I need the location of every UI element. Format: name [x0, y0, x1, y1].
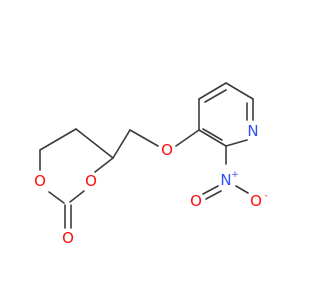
structure-canvas: O O O O N N + O O - — [34, 82, 268, 247]
atom-nitro-o-single: O — [250, 192, 262, 210]
nitro-o-charge: - — [264, 191, 267, 201]
pyridine-ring — [198, 82, 254, 147]
atom-nitro-o-double: O — [190, 192, 202, 210]
methylene-ether-linker — [112, 129, 200, 159]
bond-c4-c5 — [198, 82, 227, 100]
bond-c4-ch2 — [112, 129, 131, 159]
atom-labels: O O O O N N + O O - — [34, 122, 268, 247]
atom-ether-o: O — [161, 141, 173, 159]
nitro-group — [202, 145, 249, 200]
bond-c6-c5 — [39, 128, 77, 151]
bond-c4-o3 — [94, 157, 114, 173]
dioxanone-ring — [39, 128, 114, 229]
bond-nitro-n-o-b — [205, 190, 222, 200]
atom-carbonyl-o: O — [62, 229, 74, 247]
bond-ch2-o — [129, 129, 159, 147]
atom-ring-o2: O — [85, 172, 97, 190]
atom-pyridine-n: N — [247, 122, 258, 140]
bond-c2-o1 — [48, 191, 65, 204]
bond-o3-c2 — [69, 190, 85, 203]
bond-c5-c6 — [225, 82, 254, 100]
bond-n1-c2 — [225, 139, 248, 147]
atom-nitro-n: N — [220, 171, 231, 189]
bond-c2-c3-inner — [202, 128, 223, 141]
bond-c5-c4 — [75, 128, 114, 159]
molecule-structure: O O O O N N + O O - — [34, 82, 268, 247]
atom-ring-o1: O — [34, 172, 46, 190]
bond-nitro-n-o-a — [202, 185, 219, 195]
bond-c2-c3 — [198, 129, 227, 147]
nitro-n-charge: + — [231, 170, 239, 180]
bond-c4-c5-inner — [204, 89, 227, 103]
bond-nitro-n-o-single — [235, 185, 249, 194]
bond-o-pyridine — [175, 129, 200, 147]
